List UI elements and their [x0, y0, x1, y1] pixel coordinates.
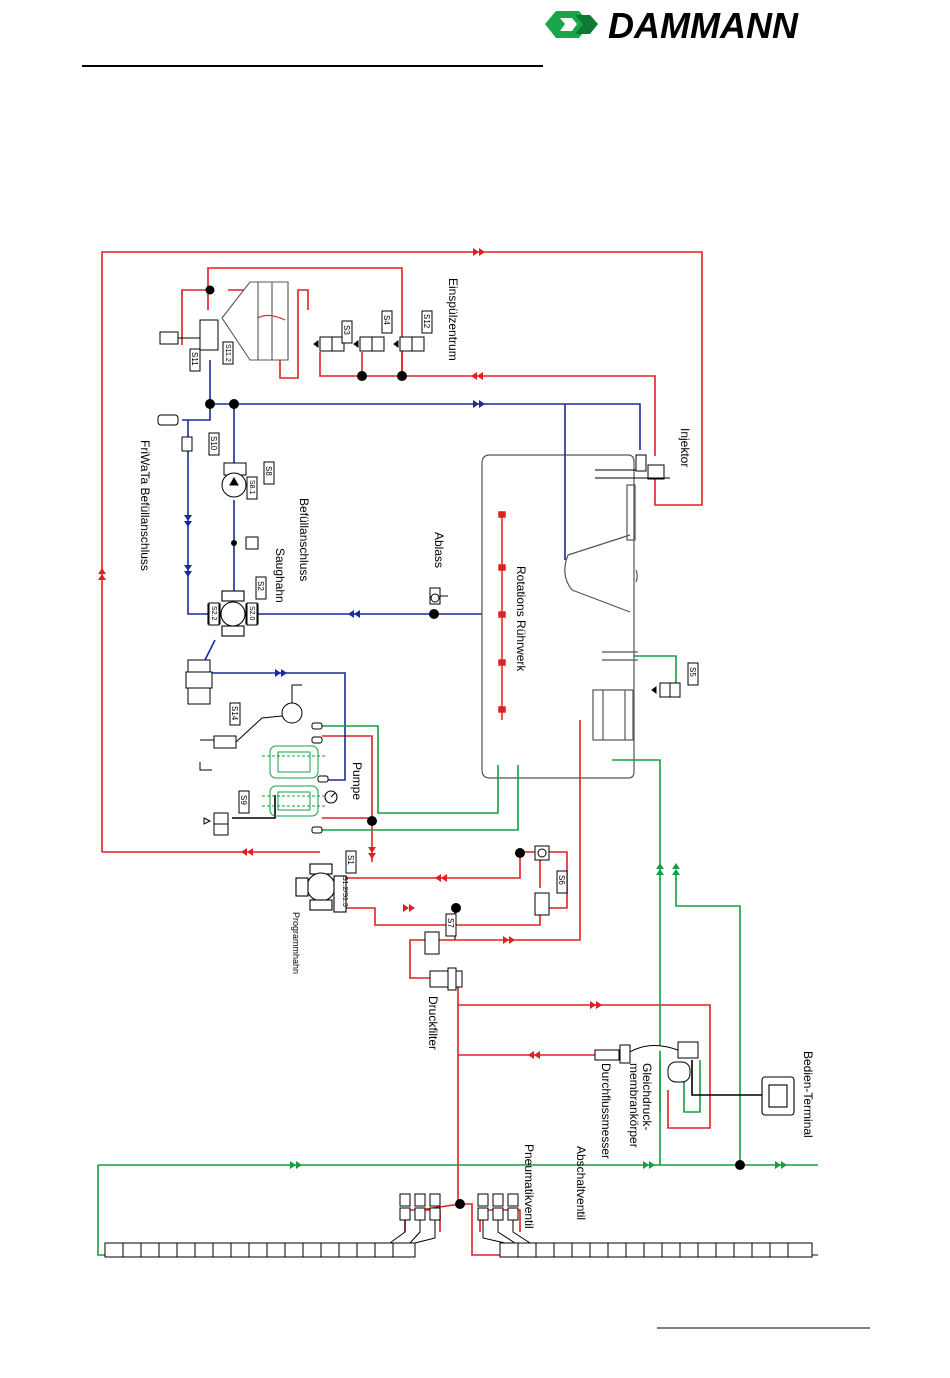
tag-s5: S5 — [688, 667, 697, 677]
tag-s2: S2 — [256, 581, 265, 591]
drain-valve-icon — [429, 587, 448, 605]
labels: Einspülzentrum Injektor FriWaTa Befüllan… — [138, 278, 815, 1229]
signal-lines — [232, 795, 765, 1096]
tag-s11: S11 — [190, 352, 199, 366]
label-programmhahn: Programmhahn — [291, 912, 301, 974]
label-gleichdruck-2: membrankörper — [627, 1063, 641, 1148]
tag-s8: S8 — [264, 466, 273, 476]
agitator-nozzles — [498, 511, 506, 720]
brand-name: DAMMANN — [608, 5, 799, 46]
tag-s7: S7 — [446, 918, 455, 928]
tag-s3: S3 — [342, 325, 351, 335]
check-valve-icon — [245, 536, 259, 550]
label-pneumatikventil: Pneumatikventil — [522, 1144, 536, 1229]
label-injektor: Injektor — [678, 428, 692, 467]
tank — [481, 454, 638, 779]
valve-s9-icon — [203, 812, 229, 836]
label-ruehrwerk: Rotations Rührwerk — [514, 566, 528, 672]
pump-body — [262, 745, 326, 817]
label-ablass: Ablass — [432, 532, 446, 568]
tag-s9: S9 — [239, 795, 248, 805]
label-einspuelzentrum: Einspülzentrum — [446, 278, 460, 361]
label-friwata: FriWaTa Befüllanschluss — [138, 440, 152, 571]
valve-s11-icon — [159, 319, 219, 351]
terminal-icon — [761, 1076, 795, 1116]
injector-icon — [595, 454, 670, 480]
label-druckfilter: Druckfilter — [426, 996, 440, 1050]
tag-s10: S10 — [209, 436, 218, 451]
tag-s1: S1 — [346, 855, 355, 865]
tag-s14: S14 — [230, 706, 239, 721]
valve-s5-icon — [651, 682, 681, 698]
label-saughahn: Saughahn — [273, 548, 287, 603]
boom-sections — [104, 1242, 813, 1258]
tag-s20: S2.0 — [248, 606, 255, 621]
valve-s6-icon — [534, 845, 550, 916]
tag-s112: S11.2 — [224, 344, 231, 362]
suction-filter-icon — [185, 659, 213, 705]
tag-s6: S6 — [557, 875, 566, 885]
label-gleichdruck-1: Gleichdruck- — [640, 1063, 654, 1130]
section-valves — [399, 1193, 519, 1221]
tag-s1213: S1.2/S1.3 — [341, 876, 348, 907]
induction-hopper — [221, 281, 289, 361]
label-durchfluss: Durchflussmesser — [599, 1063, 613, 1159]
pressure-gauge-icon — [324, 790, 338, 804]
valve-s12-icon — [393, 336, 425, 352]
label-abschaltventil: Abschaltventil — [574, 1146, 588, 1220]
brand-logo: DAMMANN — [545, 5, 799, 46]
tag-s81: S8.1 — [248, 480, 255, 495]
tag-s22: S2.2 — [210, 606, 217, 621]
pump-connectors — [311, 722, 329, 834]
valve-s8-icon — [221, 462, 247, 498]
friwata-coupling-icon — [157, 414, 193, 452]
pressure-filter-icon — [429, 967, 463, 991]
return-lines — [97, 655, 818, 1256]
valve-s4-icon — [353, 336, 385, 352]
program-valve-s1-icon — [295, 863, 347, 913]
brand-logo-icon — [545, 11, 598, 38]
component-tags: S3 S4 S12 S11 S11.2 S10 S8 S8.1 S2 S2.0 … — [189, 310, 699, 937]
tag-s4: S4 — [382, 315, 391, 325]
tag-s12: S12 — [422, 314, 431, 329]
valve-s7-icon — [424, 931, 440, 955]
label-bedien: Bedien-Terminal — [801, 1051, 815, 1138]
valve-s3-icon — [313, 336, 345, 352]
boom-feed-lines — [389, 1220, 531, 1244]
junction-dots — [205, 285, 745, 1209]
label-pumpe: Pumpe — [350, 762, 364, 800]
flow-meter-icon — [594, 1041, 699, 1083]
label-befuellanschluss: Befüllanschluss — [297, 498, 311, 581]
valve-s14-icon — [199, 684, 303, 771]
